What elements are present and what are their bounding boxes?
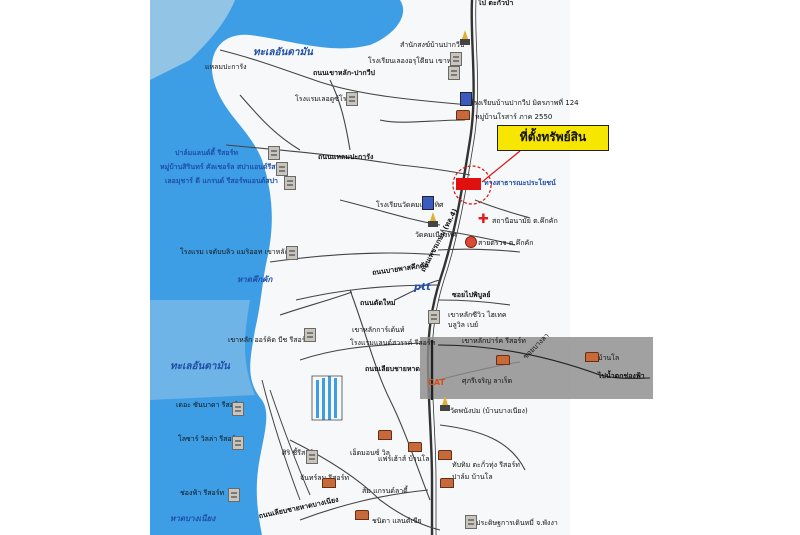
target-area — [456, 178, 481, 190]
house-icon — [496, 355, 510, 365]
label-health-center: สถานีอนามัย ต.คึกคัก — [492, 217, 558, 225]
label-resort-landsawan: โรงแรมแลนด์สวรรค์ รีสอร์ท — [350, 339, 436, 347]
label-resort-1: ปาล์มแลนด์ดี้ รีสอร์ท — [175, 149, 239, 157]
label-resort-3: เลอมุชาร์ ดี แกรนด์ รีสอร์ทแอนด์สปา — [165, 177, 278, 185]
building-icon — [428, 310, 440, 324]
house-icon — [456, 110, 470, 120]
house-icon — [408, 442, 422, 452]
pond — [316, 376, 337, 420]
label-blue-village: บลูวิล เบย์ — [448, 321, 479, 329]
label-resort-park: เขาหลักปาร์ค รีสอร์ท — [462, 337, 526, 345]
label-resort-ban-ho: เอ็ดมอนซ์ วิล — [350, 449, 390, 457]
temple-icon — [440, 396, 450, 412]
label-district-office: สำนักสงฆ์บ้านปากวีป — [400, 41, 465, 49]
school-flag-icon — [460, 92, 472, 106]
house-icon — [355, 510, 369, 520]
label-road-beach: ถนนเลียบชายหาด — [365, 365, 420, 373]
cat-office-icon: CAT — [428, 378, 445, 387]
label-shop-south: ประดิษฐการเดินหมี่ จ.พังงา — [476, 519, 558, 527]
building-icon — [232, 436, 244, 450]
label-road-ban-pakweep: ถนนเขาหลัก-ปากวีป — [313, 69, 375, 77]
building-icon — [306, 450, 318, 464]
building-icon — [286, 246, 298, 260]
label-resort-north: โรงแรมเลอดูซ์โรจิน — [295, 95, 356, 103]
house-icon — [322, 478, 336, 488]
building-icon — [284, 176, 296, 190]
label-market: ศุภรีเจริญ ลาเร็ด — [462, 377, 513, 385]
sea-area — [150, 0, 404, 535]
building-icon — [228, 488, 240, 502]
house-icon — [585, 352, 599, 362]
temple-icon — [428, 212, 438, 228]
highlight-overlay — [420, 337, 653, 399]
label-school-ban-pakweep: โรงเรียนบ้านปากวีป มิตรภาพที่ 124 — [470, 99, 579, 107]
label-market-bang-niang: แฟร์เฮ้าส์ บ้านโล — [378, 455, 430, 463]
beach-label-khuekkhak: หาดคึกคัก — [237, 275, 273, 284]
label-school-wat: โรงเรียนวัดคมเนียงทิศ — [376, 201, 444, 209]
label-village: หมู่บ้านโรสาร์ ภาค 2550 — [475, 113, 553, 121]
label-resort-neera: ศิริ ชี้รีสอร์ท — [282, 449, 318, 457]
label-school-orakhon: โรงเรียนเลองอรุโดียน เขาหลัก — [368, 57, 460, 65]
label-resort-south-1: ทับทิม ตะกั่วทุ่ง รีสอร์ท — [452, 461, 520, 469]
property-location-callout: ที่ตั้งทรัพย์สิน — [497, 125, 609, 151]
label-resort-orchid: เขาหลัก ออร์คิด บีช รีสอร์ท — [228, 336, 311, 344]
target-circle — [452, 165, 492, 205]
label-resort-south-3: ส้ม แกรนด์ลาดี้ — [362, 487, 408, 495]
building-icon — [232, 402, 244, 416]
label-hotel-seaview: เขาหลักซีวิว ไฮเทค — [448, 311, 507, 319]
label-to-takuapa: ไป ตะกั่วป่า — [478, 0, 514, 7]
label-ban-lo: บ้านโล — [598, 354, 620, 362]
label-to-waterfall: ไปน้ำตกช่องฟ้า — [598, 372, 645, 380]
house-icon — [378, 430, 392, 440]
label-resort-chong: ช่องฟ้า รีสอร์ท — [180, 489, 225, 497]
label-resort-garden: เขาหลักการ์เด้นท์ — [352, 326, 405, 334]
building-icon — [346, 92, 358, 106]
label-police: สายตรวจ ต.คึกคัก — [478, 239, 534, 247]
house-icon — [438, 450, 452, 460]
sea-label-andaman-middle: ทะเลอันดามัน — [170, 361, 230, 372]
sea-label-andaman-north: ทะเลอันดามัน — [253, 47, 313, 58]
temple-icon — [460, 30, 470, 46]
label-resort-south-2: ปาล์ม บ้านโล — [452, 473, 493, 481]
label-resort-2: หมู่บ้านสิรินทร์ คัลเชอร์ล สปาแอนด์รีสอร… — [160, 163, 289, 171]
label-temple-bang-niang: วัดพนังปม (บ้านบางเนียง) — [450, 407, 528, 415]
building-icon — [276, 162, 288, 176]
police-icon — [465, 236, 477, 248]
health-center-icon: ✚ — [478, 212, 489, 227]
highway-4 — [426, 0, 475, 535]
label-road-laem-pakarang: ถนนแหลมปะการัง — [318, 153, 374, 161]
building-icon — [304, 328, 316, 342]
label-public-road: ทางสาธารณะประโยชน์ — [484, 179, 556, 187]
beach-label-bang-niang: หาดบางเนียง — [170, 514, 216, 523]
building-icon — [268, 146, 280, 160]
building-icon — [448, 66, 460, 80]
house-icon — [440, 478, 454, 488]
school-flag-icon — [422, 196, 434, 210]
label-soi-pai: ซอยไปพิบูลย์ — [452, 291, 491, 299]
building-icon — [465, 515, 477, 529]
building-icon — [450, 52, 462, 66]
label-road-new: ถนนตัดใหม่ — [360, 299, 396, 307]
label-resort-kaoha: โลซาร์ วิลล่า รีสอร์ท — [178, 435, 240, 443]
label-resort-south-4: ชนิดา แลนด์เขีย — [372, 517, 422, 525]
label-resort-la-flora: เดอะ ซันบาดา รีสอร์ท — [176, 401, 243, 409]
label-cape: แหลมปะการัง — [205, 63, 247, 71]
label-hotel-khaolak: โรงแรม เจดับบลิว แมริออท เขาหลัก — [180, 248, 289, 256]
label-temple: วัดคมเนียงทิศ — [415, 231, 457, 239]
ptt-station-icon: ptt — [414, 282, 431, 293]
